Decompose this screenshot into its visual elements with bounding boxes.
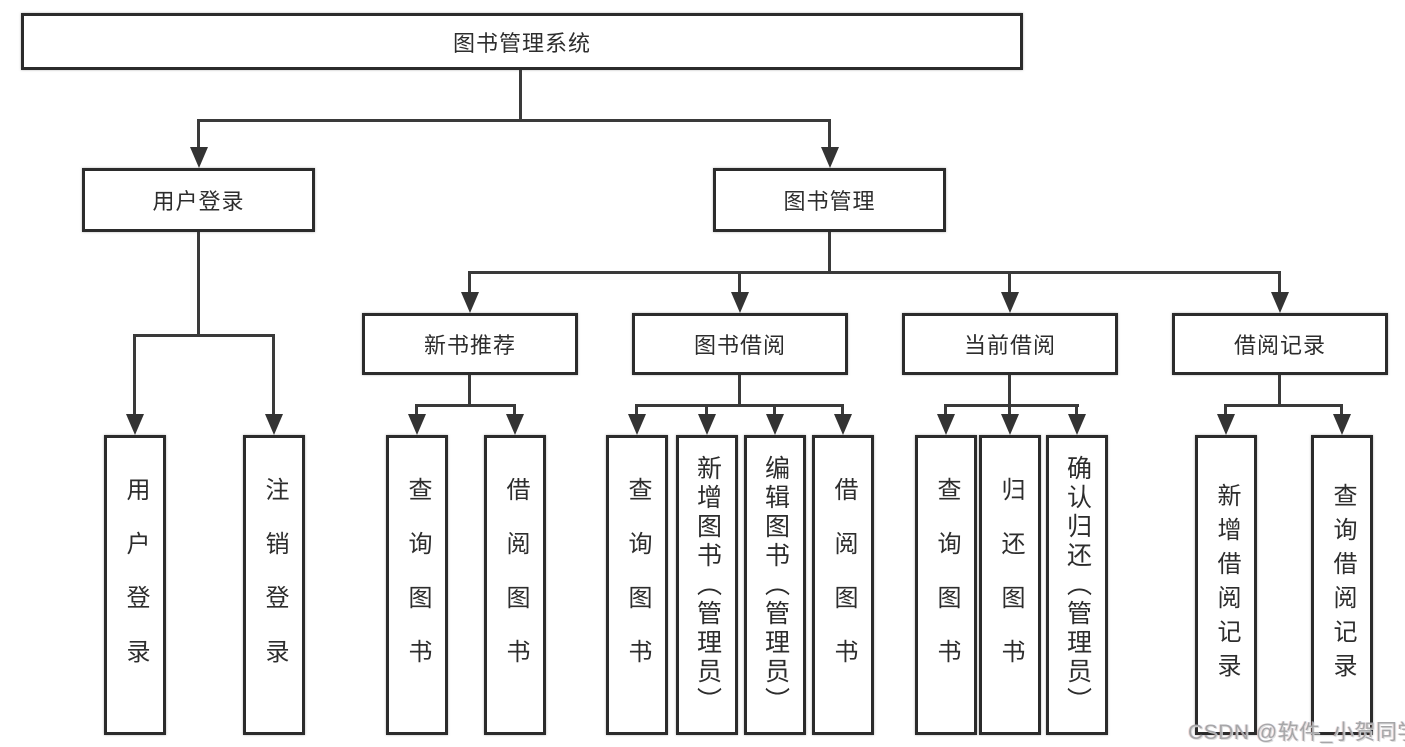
- leaf-query-books-current: 查询图书: [915, 435, 977, 735]
- node-root: 图书管理系统: [21, 13, 1023, 70]
- arrowhead: [1001, 292, 1019, 313]
- arrowhead: [1333, 414, 1351, 435]
- leaf-query-books-borrowing-label: 查询图书: [624, 477, 651, 693]
- edge-line: [272, 334, 275, 416]
- node-new-book-recommend: 新书推荐: [362, 313, 578, 375]
- leaf-borrow-books-borrowing: 借阅图书: [812, 435, 874, 735]
- edge-line: [705, 404, 708, 418]
- node-book-borrowing: 图书借阅: [632, 313, 848, 375]
- edge-line: [1008, 375, 1011, 407]
- leaf-return-books: 归还图书: [979, 435, 1041, 735]
- edge-line: [944, 404, 1079, 407]
- leaf-logout-label: 注销登录: [261, 477, 288, 693]
- edge-line: [513, 404, 516, 418]
- edge-line: [1224, 404, 1343, 407]
- edge-line: [1008, 404, 1011, 418]
- edge-line: [1340, 404, 1343, 418]
- leaf-query-borrow-record-label: 查询借阅记录: [1329, 483, 1356, 687]
- leaf-add-borrow-record: 新增借阅记录: [1195, 435, 1257, 735]
- edge-line: [415, 404, 516, 407]
- arrowhead: [1001, 414, 1019, 435]
- arrowhead: [731, 292, 749, 313]
- arrowhead: [628, 414, 646, 435]
- edge-line: [519, 70, 522, 121]
- edge-line: [944, 404, 947, 418]
- node-borrowing-records: 借阅记录: [1172, 313, 1388, 375]
- edge-line: [197, 119, 200, 149]
- leaf-return-books-label: 归还图书: [997, 477, 1024, 693]
- node-book-management: 图书管理: [713, 168, 946, 232]
- leaf-user-login: 用户登录: [104, 435, 166, 735]
- edge-line: [738, 271, 741, 295]
- arrowhead: [834, 414, 852, 435]
- leaf-confirm-return-admin: 确认归还（管理员）: [1046, 435, 1108, 735]
- edge-line: [197, 119, 831, 122]
- edge-line: [197, 232, 200, 337]
- edge-line: [415, 404, 418, 418]
- edge-line: [773, 404, 776, 418]
- node-user-login-label: 用户登录: [152, 189, 245, 214]
- arrowhead: [766, 414, 784, 435]
- node-root-label: 图书管理系统: [452, 30, 591, 56]
- csdn-watermark: CSDN @软件_小贺同学: [1188, 721, 1405, 744]
- edge-line: [1278, 375, 1281, 407]
- edge-line: [133, 334, 136, 416]
- edge-line: [738, 375, 741, 407]
- arrowhead: [698, 414, 716, 435]
- leaf-borrow-books-recommend: 借阅图书: [484, 435, 546, 735]
- edge-line: [1075, 404, 1078, 418]
- leaf-borrow-books-borrowing-label: 借阅图书: [830, 477, 857, 693]
- arrowhead: [1271, 292, 1289, 313]
- node-borrowing-records-label: 借阅记录: [1233, 333, 1326, 358]
- edge-line: [828, 232, 831, 274]
- arrowhead: [126, 414, 144, 435]
- leaf-add-borrow-record-label: 新增借阅记录: [1213, 483, 1240, 687]
- leaf-logout: 注销登录: [243, 435, 305, 735]
- edge-line: [1008, 271, 1011, 295]
- node-new-book-recommend-label: 新书推荐: [423, 333, 516, 358]
- arrowhead: [821, 147, 839, 168]
- arrowhead: [1217, 414, 1235, 435]
- edge-line: [635, 404, 844, 407]
- leaf-user-login-label: 用户登录: [122, 477, 149, 693]
- arrowhead: [937, 414, 955, 435]
- leaf-confirm-return-admin-label: 确认归还（管理员）: [1063, 454, 1092, 716]
- edge-line: [841, 404, 844, 418]
- node-book-management-label: 图书管理: [783, 189, 876, 214]
- edge-line: [133, 334, 275, 337]
- leaf-add-books-admin-label: 新增图书（管理员）: [693, 454, 722, 716]
- edge-line: [468, 271, 471, 295]
- edge-line: [635, 404, 638, 418]
- arrowhead: [190, 147, 208, 168]
- leaf-query-borrow-record: 查询借阅记录: [1311, 435, 1373, 735]
- node-current-borrowing-label: 当前借阅: [963, 333, 1056, 358]
- node-user-login: 用户登录: [82, 168, 315, 232]
- arrowhead: [265, 414, 283, 435]
- arrowhead: [506, 414, 524, 435]
- leaf-edit-books-admin-label: 编辑图书（管理员）: [761, 454, 790, 716]
- node-book-borrowing-label: 图书借阅: [693, 333, 786, 358]
- leaf-add-books-admin: 新增图书（管理员）: [676, 435, 738, 735]
- leaf-query-books-current-label: 查询图书: [933, 477, 960, 693]
- edge-line: [468, 375, 471, 407]
- leaf-query-books-recommend: 查询图书: [386, 435, 448, 735]
- node-current-borrowing: 当前借阅: [902, 313, 1118, 375]
- leaf-query-books-recommend-label: 查询图书: [404, 477, 431, 693]
- arrowhead: [1068, 414, 1086, 435]
- leaf-query-books-borrowing: 查询图书: [606, 435, 668, 735]
- leaf-edit-books-admin: 编辑图书（管理员）: [744, 435, 806, 735]
- edge-line: [828, 119, 831, 149]
- arrowhead: [461, 292, 479, 313]
- edge-line: [468, 271, 1281, 274]
- arrowhead: [408, 414, 426, 435]
- edge-line: [1278, 271, 1281, 295]
- leaf-borrow-books-recommend-label: 借阅图书: [502, 477, 529, 693]
- edge-line: [1224, 404, 1227, 418]
